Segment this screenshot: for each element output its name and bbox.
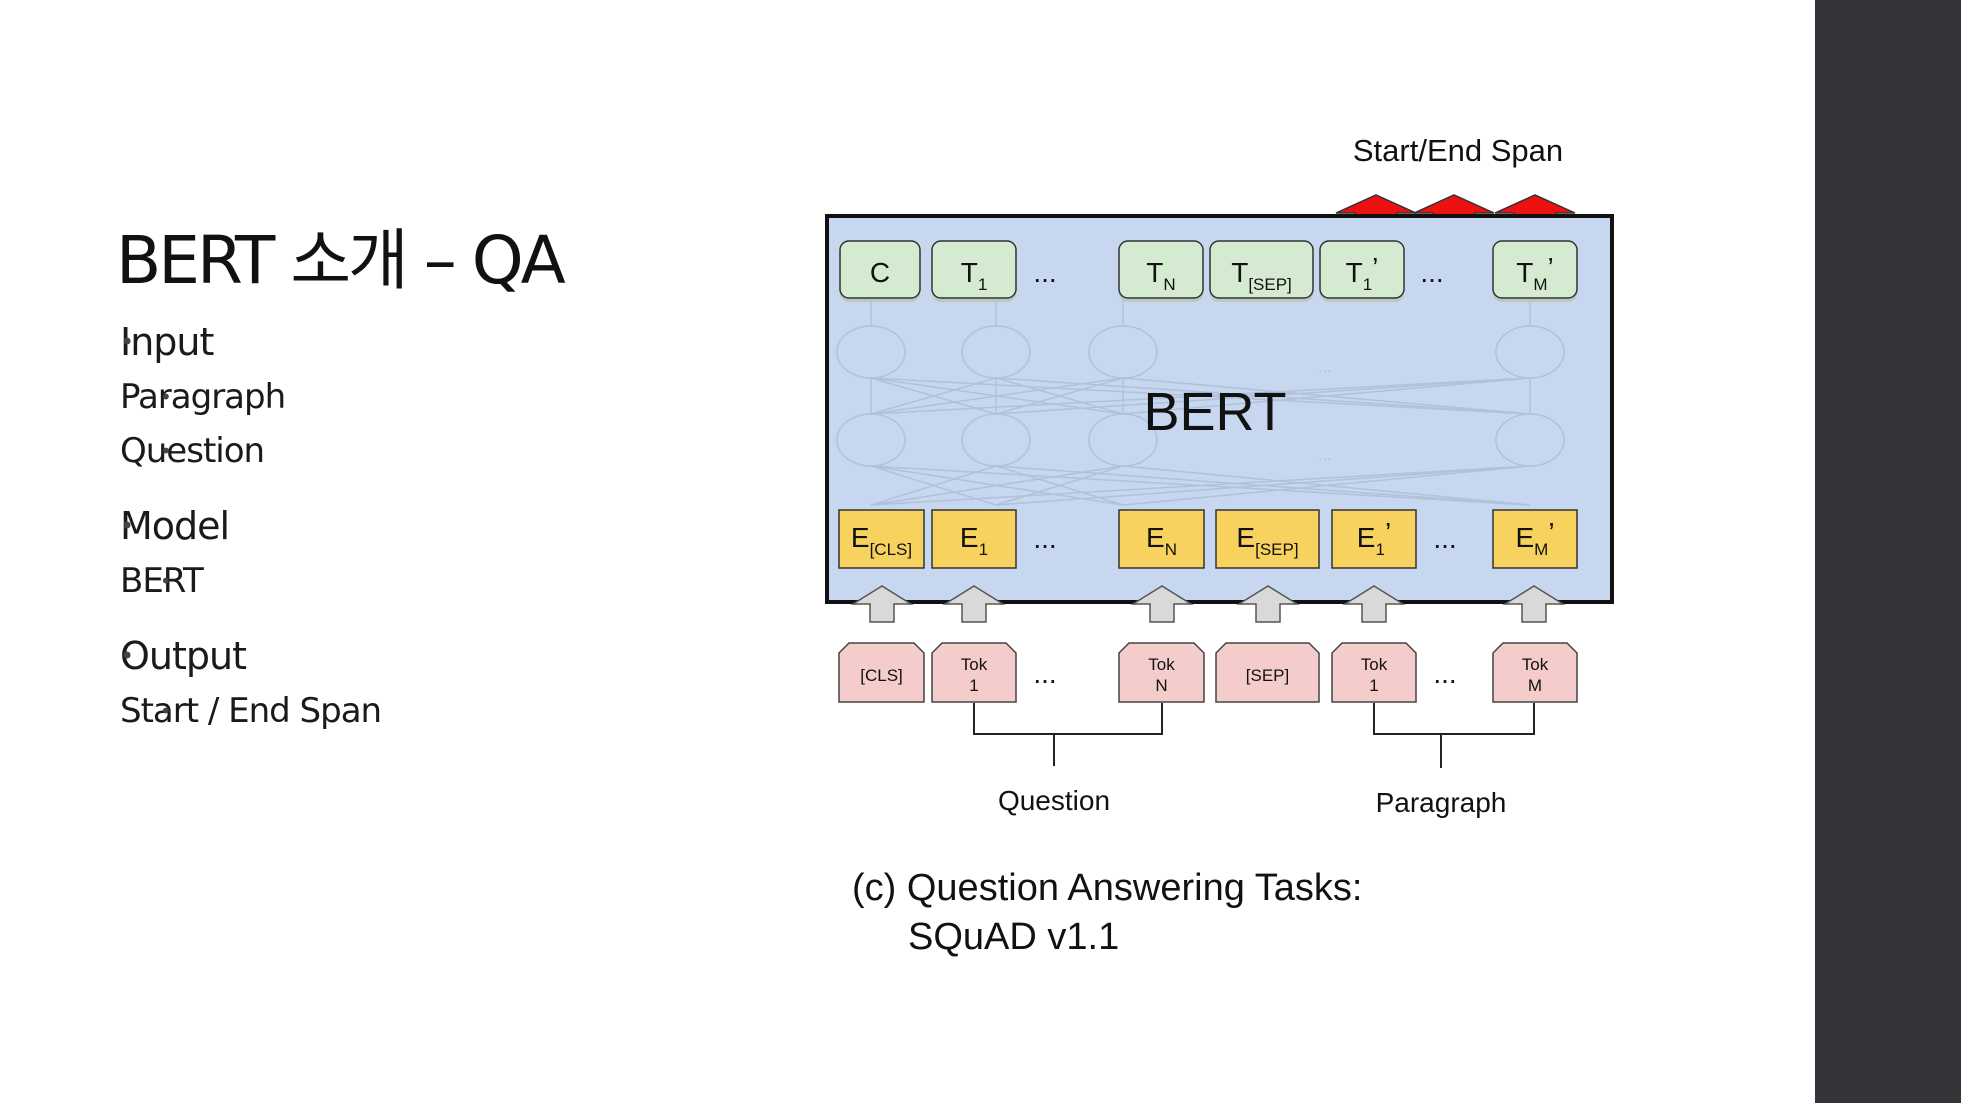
input-token-box xyxy=(1331,642,1417,703)
figure-caption-line-2: SQuAD v1.1 xyxy=(908,916,1119,958)
embedding-box xyxy=(1331,509,1417,569)
input-token-index: M xyxy=(1528,676,1542,695)
input-token-box xyxy=(931,642,1017,703)
embedding-label: E[CLS] xyxy=(851,522,912,559)
embedding-label: EN xyxy=(1146,522,1177,559)
embedding-label: E[SEP] xyxy=(1236,522,1298,559)
embedding-ellipsis: ... xyxy=(1433,523,1456,554)
paragraph-group-label: Paragraph xyxy=(1376,787,1507,818)
embedding-label: E1 xyxy=(960,522,988,559)
input-arrow-up xyxy=(942,585,1006,623)
bullet-model-children: BERT xyxy=(120,554,381,608)
bullet-output-children: Start / End Span xyxy=(120,684,382,738)
embedding-box xyxy=(1215,509,1320,569)
bullet-output: Output Start / End Span xyxy=(120,632,382,738)
bullet-list: Input Paragraph Question Model BERT Outp… xyxy=(120,318,382,762)
output-ellipsis: ... xyxy=(1420,257,1443,288)
figure-caption-line-1: (c) Question Answering Tasks: xyxy=(852,867,1362,909)
output-token-label: TN xyxy=(1146,257,1175,294)
input-token-box xyxy=(1492,642,1578,703)
bullet-model: Model BERT xyxy=(120,502,381,608)
bullet-paragraph: Paragraph xyxy=(120,370,381,424)
bullet-start-end-span: Start / End Span xyxy=(120,684,382,738)
input-token-box xyxy=(1215,642,1320,703)
output-token-box xyxy=(1209,240,1314,299)
embedding-row: E[CLS] E1 EN E[SEP] E1’ EM’ xyxy=(838,509,1578,569)
question-bracket xyxy=(973,703,1163,766)
input-arrow-up xyxy=(1130,585,1194,623)
output-token-box xyxy=(1118,240,1204,299)
embedding-label: E1’ xyxy=(1357,517,1391,559)
bert-internal-network: ... ... xyxy=(836,298,1565,506)
output-token-box xyxy=(1492,240,1578,299)
paragraph-bracket xyxy=(1373,703,1535,768)
input-token-index: 1 xyxy=(969,676,978,695)
embedding-box xyxy=(1118,509,1205,569)
output-token-label: T1’ xyxy=(1346,252,1379,294)
output-row: C T1 TN T[SEP] T1’ TM’ xyxy=(839,240,1578,302)
slide-title: BERT 소개 – QA xyxy=(116,222,566,299)
input-token-index: N xyxy=(1155,676,1167,695)
input-arrow-up xyxy=(1342,585,1406,623)
bullet-model-label: Model xyxy=(120,504,230,548)
bullet-output-label: Output xyxy=(120,634,247,678)
output-token-label: TM’ xyxy=(1516,252,1554,294)
embedding-label: EM’ xyxy=(1515,517,1554,559)
bullet-question: Question xyxy=(120,424,381,478)
output-token-label: C xyxy=(870,257,890,288)
network-links xyxy=(870,298,1531,414)
input-token-label: Tok xyxy=(1148,655,1175,674)
network-ellipsis: ... xyxy=(1318,359,1331,376)
question-group-label: Question xyxy=(998,785,1110,816)
network-links xyxy=(870,377,1531,415)
output-token-box xyxy=(1319,240,1405,299)
network-links xyxy=(870,465,1531,506)
output-token-box xyxy=(931,240,1017,299)
bullet-input-label: Input xyxy=(120,320,214,364)
input-arrow-up xyxy=(850,585,914,623)
output-ellipsis: ... xyxy=(1033,257,1056,288)
input-token-label: Tok xyxy=(1361,655,1388,674)
embedding-box xyxy=(838,509,925,569)
bullet-input-children: Paragraph Question xyxy=(120,370,381,478)
input-arrow-row xyxy=(850,585,1566,623)
input-token-label: [SEP] xyxy=(1246,666,1289,685)
embedding-ellipsis: ... xyxy=(1033,523,1056,554)
group-brackets xyxy=(973,703,1535,768)
input-token-box xyxy=(1118,642,1205,703)
network-ellipsis: ... xyxy=(1318,447,1331,464)
input-arrow-up xyxy=(1502,585,1566,623)
input-arrow-up xyxy=(1236,585,1300,623)
input-token-box xyxy=(838,642,925,703)
input-token-label: Tok xyxy=(1522,655,1549,674)
input-token-label: Tok xyxy=(961,655,988,674)
output-token-label: T1 xyxy=(961,257,988,294)
top-span-label: Start/End Span xyxy=(1353,133,1563,168)
embedding-box xyxy=(1492,509,1578,569)
token-ellipsis: ... xyxy=(1033,658,1056,689)
row-ellipses: ... ... ... ... ... ... xyxy=(1033,257,1456,689)
right-sidebar-band xyxy=(1815,0,1961,1103)
bullet-input: Input Paragraph Question xyxy=(120,318,381,478)
output-token-box xyxy=(839,240,921,299)
input-token-index: 1 xyxy=(1369,676,1378,695)
bert-model-label: BERT xyxy=(1143,382,1286,442)
output-token-label: T[SEP] xyxy=(1231,257,1292,294)
embedding-box xyxy=(931,509,1017,569)
input-token-label: [CLS] xyxy=(860,666,903,685)
bullet-bert: BERT xyxy=(120,554,381,608)
token-ellipsis: ... xyxy=(1433,658,1456,689)
